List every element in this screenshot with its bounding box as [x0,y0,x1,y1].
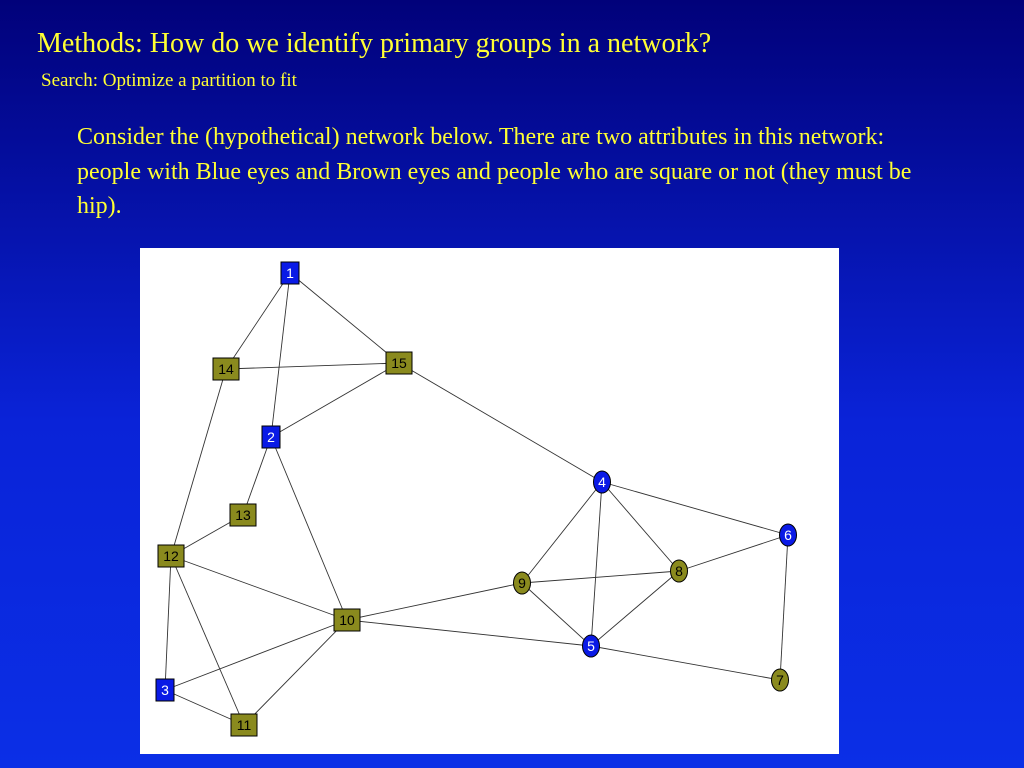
edge-1-15 [289,272,400,364]
edge-15-2 [270,362,400,438]
node-14-label: 14 [218,361,234,377]
node-14: 14 [212,357,240,381]
edge-12-10 [170,555,348,621]
edge-8-6 [678,534,789,572]
edge-14-12 [170,368,227,557]
edge-2-10 [270,436,348,621]
node-5: 5 [582,634,600,658]
node-2-shape [261,425,281,449]
node-5-label: 5 [587,638,595,654]
node-9-shape [513,571,531,595]
edge-12-11 [170,555,245,726]
node-9-label: 9 [518,575,526,591]
node-13: 13 [229,503,257,527]
edge-11-10 [243,619,348,726]
edge-4-5 [590,481,603,647]
node-15: 15 [385,351,413,375]
edge-9-4 [521,481,603,584]
edge-3-10 [164,619,348,691]
node-4-shape [593,470,611,494]
node-3-shape [155,678,175,702]
node-3-label: 3 [161,682,169,698]
node-7-label: 7 [776,672,784,688]
node-13-shape [229,503,257,527]
body-text: Consider the (hypothetical) network belo… [77,124,912,219]
edge-10-5 [346,619,592,647]
node-1: 1 [280,261,300,285]
edge-2-13 [242,436,272,516]
node-10-label: 10 [339,612,355,628]
edge-12-3 [164,555,172,691]
slide-subtitle: Search: Optimize a partition to fit [41,70,297,91]
slide-title: Methods: How do we identify primary grou… [37,28,712,59]
node-6-label: 6 [784,527,792,543]
node-9: 9 [513,571,531,595]
node-11-shape [230,713,258,737]
node-2-label: 2 [267,429,275,445]
node-14-shape [212,357,240,381]
edge-4-8 [601,481,680,572]
node-11-label: 11 [237,717,252,733]
edge-5-7 [590,645,781,681]
edge-9-5 [521,582,592,647]
node-6-shape [779,523,797,547]
edge-14-15 [225,362,400,370]
node-11: 11 [230,713,258,737]
node-3: 3 [155,678,175,702]
node-15-label: 15 [391,355,407,371]
node-12: 12 [157,544,185,568]
node-4: 4 [593,470,611,494]
edge-6-7 [779,534,789,681]
node-8: 8 [670,559,688,583]
edge-9-8 [521,570,680,584]
edge-8-5 [590,570,680,647]
edge-1-14 [225,272,291,370]
edge-10-9 [346,582,523,621]
node-7: 7 [771,668,789,692]
node-7-shape [771,668,789,692]
node-13-label: 13 [235,507,251,523]
edges-layer [164,272,789,726]
node-8-shape [670,559,688,583]
edge-15-4 [398,362,603,483]
node-8-label: 8 [675,563,683,579]
node-12-label: 12 [163,548,179,564]
node-2: 2 [261,425,281,449]
node-5-shape [582,634,600,658]
node-1-label: 1 [286,265,294,281]
edge-4-6 [601,481,789,536]
node-6: 6 [779,523,797,547]
node-12-shape [157,544,185,568]
node-10-shape [333,608,361,632]
node-10: 10 [333,608,361,632]
node-1-shape [280,261,300,285]
node-4-label: 4 [598,474,606,490]
edge-1-2 [270,272,291,438]
node-15-shape [385,351,413,375]
